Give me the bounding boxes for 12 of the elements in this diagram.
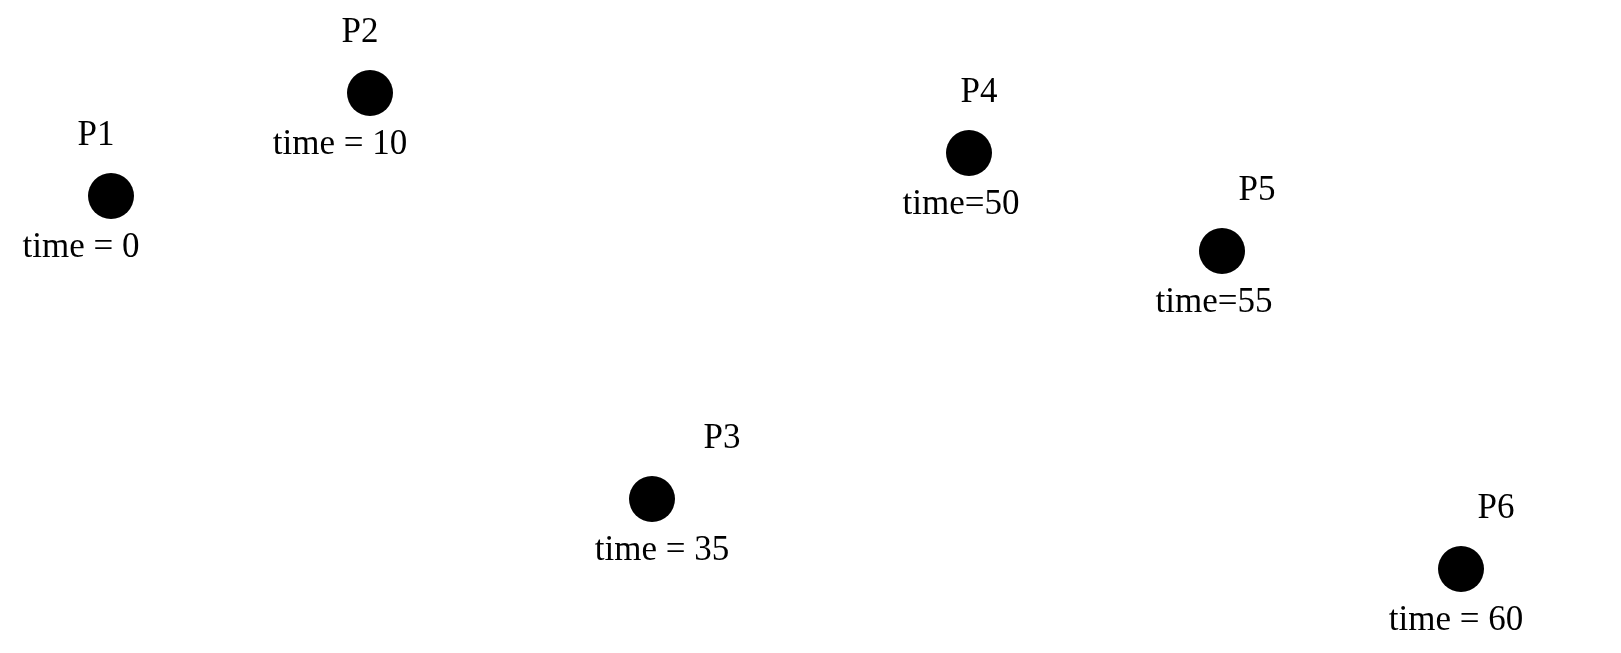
point-label: P2	[341, 11, 379, 51]
time-label: time = 0	[22, 226, 140, 266]
time-label: time=50	[902, 183, 1020, 223]
point-label: P1	[77, 114, 115, 154]
point-label: P4	[960, 71, 998, 111]
time-label: time = 35	[594, 529, 730, 569]
point-label: P5	[1238, 169, 1276, 209]
point-label: P6	[1477, 487, 1515, 527]
time-label: time = 10	[272, 123, 408, 163]
time-label: time = 60	[1388, 599, 1524, 639]
point-label: P3	[703, 417, 741, 457]
time-label: time=55	[1155, 281, 1273, 321]
